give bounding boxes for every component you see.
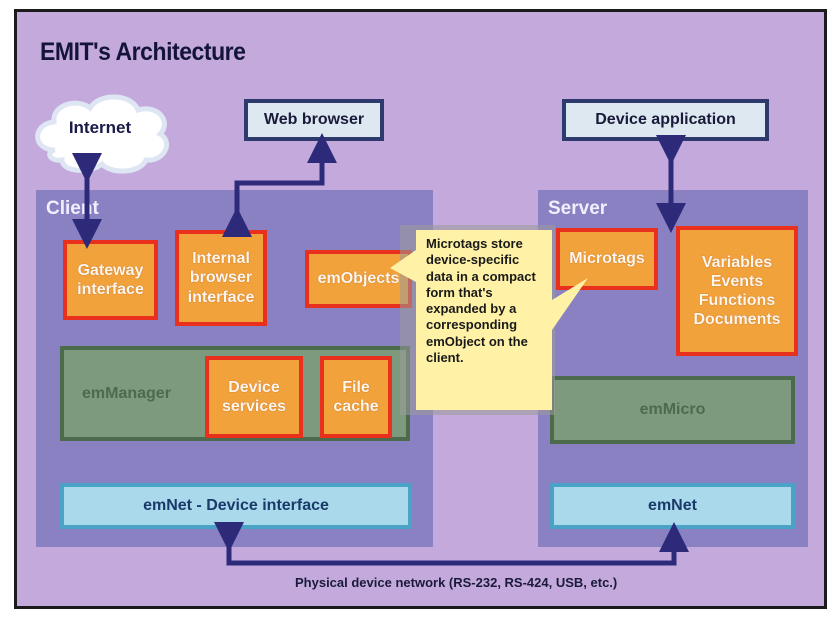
internal-browser-interface-box: Internal browser interface	[175, 230, 267, 326]
internet-label: Internet	[68, 118, 132, 137]
microtags-callout: Microtags store device-specific data in …	[416, 230, 552, 410]
microtags-box: Microtags	[556, 228, 658, 290]
callout-pointer-left	[390, 250, 416, 282]
emmanager-label: emManager	[82, 384, 171, 402]
network-label: Physical device network (RS-232, RS-424,…	[295, 575, 618, 590]
server-label: Server	[548, 198, 608, 219]
browser-link-arrow	[222, 133, 337, 237]
internet-cloud-shape	[35, 94, 169, 174]
physical-network-arrow	[214, 522, 689, 566]
gateway-interface-box: Gateway interface	[63, 240, 158, 320]
callout-pointer-right	[552, 278, 588, 330]
emmicro-label: emMicro	[639, 401, 706, 418]
variables-events-box: Variables Events Functions Documents	[676, 226, 798, 356]
server-emnet-box: emNet	[550, 483, 795, 529]
file-cache-box: File cache	[320, 356, 392, 438]
device-services-box: Device services	[205, 356, 303, 438]
diagram-title: EMIT's Architecture	[40, 38, 246, 66]
